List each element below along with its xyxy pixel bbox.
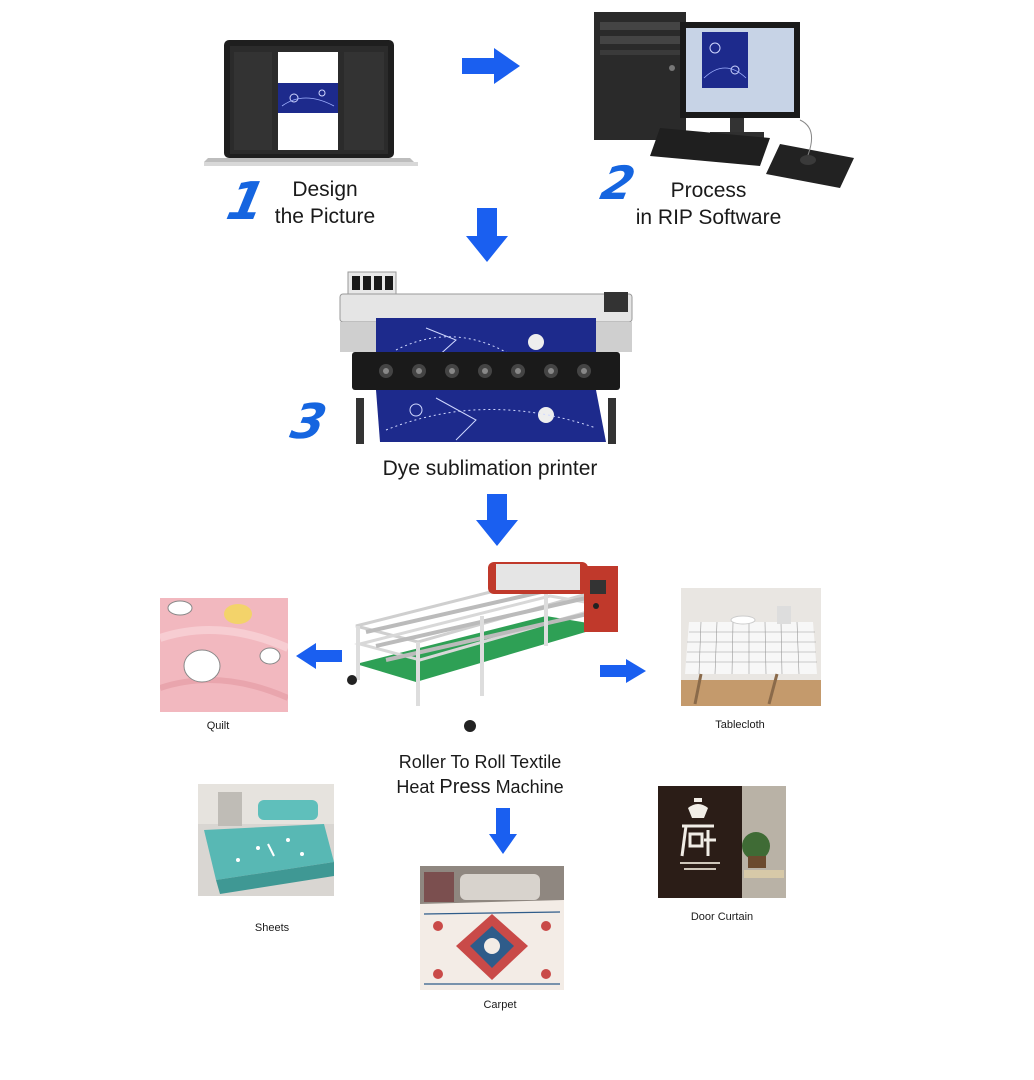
step-2-label-line2: in RIP Software xyxy=(635,206,782,229)
arrow-down-icon xyxy=(476,494,518,546)
machine-label-line1: Roller To Roll Textile xyxy=(398,752,562,772)
machine-label-heat: Heat xyxy=(396,777,435,797)
arrow-right-icon xyxy=(600,659,646,683)
step-2-label-line1: Process xyxy=(670,179,747,202)
door-curtain-caption: Door Curtain xyxy=(690,911,754,923)
machine-label-machine: Machine xyxy=(495,777,564,797)
door-curtain-photo xyxy=(658,786,786,898)
arrow-left-icon xyxy=(296,643,342,669)
desktop-computer-illustration xyxy=(594,12,854,188)
sublimation-printer-illustration xyxy=(339,271,633,444)
arrow-right-icon xyxy=(462,48,520,84)
heat-press-machine-illustration xyxy=(347,562,618,732)
sheets-photo xyxy=(198,784,334,896)
step-3-number: 3 xyxy=(286,394,332,450)
machine-label: Roller To Roll Textile Heat Press Machin… xyxy=(360,750,600,800)
machine-label-line2: Heat Press Machine xyxy=(360,775,600,800)
arrow-down-icon xyxy=(489,808,517,854)
laptop-illustration xyxy=(204,40,418,166)
tablecloth-photo xyxy=(681,588,821,706)
quilt-photo xyxy=(160,598,288,712)
quilt-caption: Quilt xyxy=(206,720,230,732)
step-1-label-line2: the Picture xyxy=(274,205,376,228)
machine-label-press: Press xyxy=(439,776,491,798)
step-1-label: Design the Picture xyxy=(250,176,400,230)
arrow-down-icon xyxy=(466,208,508,262)
sheets-caption: Sheets xyxy=(254,922,290,934)
step-3-label: Dye sublimation printer xyxy=(382,457,598,480)
tablecloth-caption: Tablecloth xyxy=(715,719,765,731)
step-2-label: Process in RIP Software xyxy=(616,177,801,231)
carpet-photo xyxy=(420,866,564,990)
carpet-caption: Carpet xyxy=(483,999,517,1011)
step-1-label-line1: Design xyxy=(292,178,358,201)
